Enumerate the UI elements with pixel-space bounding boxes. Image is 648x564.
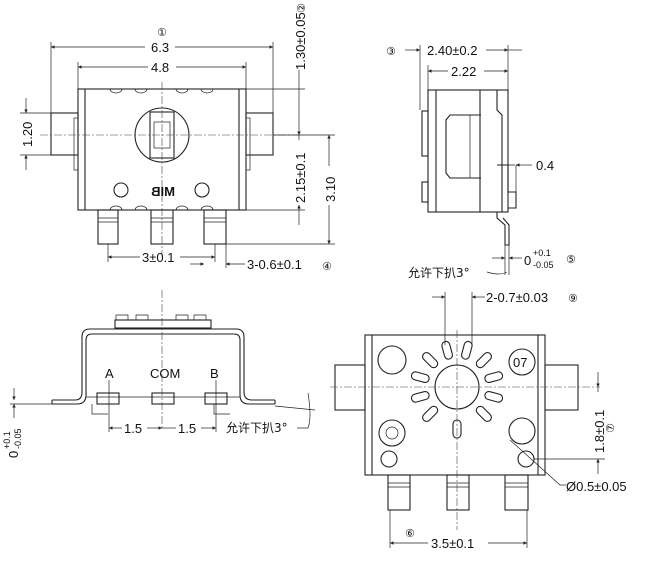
flatness-base: 0 bbox=[524, 253, 531, 268]
marker-9: ⑨ bbox=[568, 292, 578, 305]
flatness-base: 0 bbox=[6, 451, 21, 458]
dim-center-to-bottom: 2.15±0.1 bbox=[293, 152, 308, 203]
bend-note: 允许下扒3° bbox=[408, 265, 470, 280]
dim-body-depth: 2.22 bbox=[451, 64, 476, 79]
marker-4: ④ bbox=[322, 260, 332, 273]
dim-overall-width: 6.3 bbox=[151, 40, 169, 55]
detent-slot bbox=[475, 405, 492, 422]
flatness-minus: -0.05 bbox=[13, 428, 23, 449]
flatness-plus: +0.1 bbox=[533, 248, 551, 258]
detent-slot bbox=[460, 340, 473, 360]
dim-pitch-right: 1.5 bbox=[178, 421, 196, 436]
detent-slot bbox=[422, 352, 439, 369]
dim-tab-height: 1.20 bbox=[20, 122, 35, 147]
detent-slots bbox=[410, 340, 504, 422]
marker-2: ② bbox=[295, 3, 308, 13]
dim-body-width: 4.8 bbox=[151, 60, 169, 75]
dim-pin-width: 3-0.6±0.1 bbox=[247, 257, 302, 272]
bottom-view: A COM B 1.5 1.5 允许下扒3° 0 +0.1 -0.05 bbox=[2, 290, 316, 458]
marker-6: ⑥ bbox=[405, 527, 415, 540]
dim-hole-diameter: Ø0.5±0.05 bbox=[566, 479, 627, 494]
pin-label-a: A bbox=[105, 366, 114, 381]
detent-slot bbox=[410, 390, 430, 403]
body-marking: MIB bbox=[151, 184, 175, 199]
detent-slot bbox=[475, 352, 492, 369]
detent-slot bbox=[422, 405, 439, 422]
body-marking: 07 bbox=[513, 355, 527, 370]
marker-3: ③ bbox=[386, 45, 396, 58]
detent-slot bbox=[484, 371, 504, 384]
side-view: ③ 2.40±0.2 2.22 0.4 0 +0.1 -0.05 ⑤ bbox=[386, 43, 576, 280]
dim-pin-span: 3.5±0.1 bbox=[431, 536, 474, 551]
dim-top-to-center: 1.30±0.05 bbox=[293, 12, 308, 70]
pin-label-b: B bbox=[210, 366, 219, 381]
bend-note: 允许下扒3° bbox=[226, 420, 288, 435]
marker-5: ⑤ bbox=[566, 253, 576, 266]
pin-label-com: COM bbox=[150, 366, 180, 381]
rear-view: 2-0.7±0.03 ⑨ 07 1.8±0.1 ⑦ Ø0. bbox=[330, 290, 627, 551]
dim-hole-offset: 1.8±0.1 bbox=[592, 410, 607, 453]
flatness-plus: +0.1 bbox=[2, 431, 12, 449]
front-view: ① 6.3 4.8 MIB bbox=[20, 3, 338, 273]
dim-center-to-pin: 3.10 bbox=[323, 177, 338, 202]
dim-plate: 0.4 bbox=[536, 158, 554, 173]
detent-slot bbox=[410, 371, 430, 384]
dim-pitch-left: 1.5 bbox=[124, 421, 142, 436]
dim-overall-depth: 2.40±0.2 bbox=[427, 43, 478, 58]
detent-slot bbox=[441, 340, 454, 360]
dim-slot-width: 2-0.7±0.03 bbox=[486, 290, 548, 305]
dim-pin-pitch: 3±0.1 bbox=[142, 250, 174, 265]
detent-slot bbox=[484, 390, 504, 403]
marker-7: ⑦ bbox=[604, 423, 617, 433]
flatness-minus: -0.05 bbox=[533, 260, 554, 270]
marker-1: ① bbox=[157, 26, 167, 39]
